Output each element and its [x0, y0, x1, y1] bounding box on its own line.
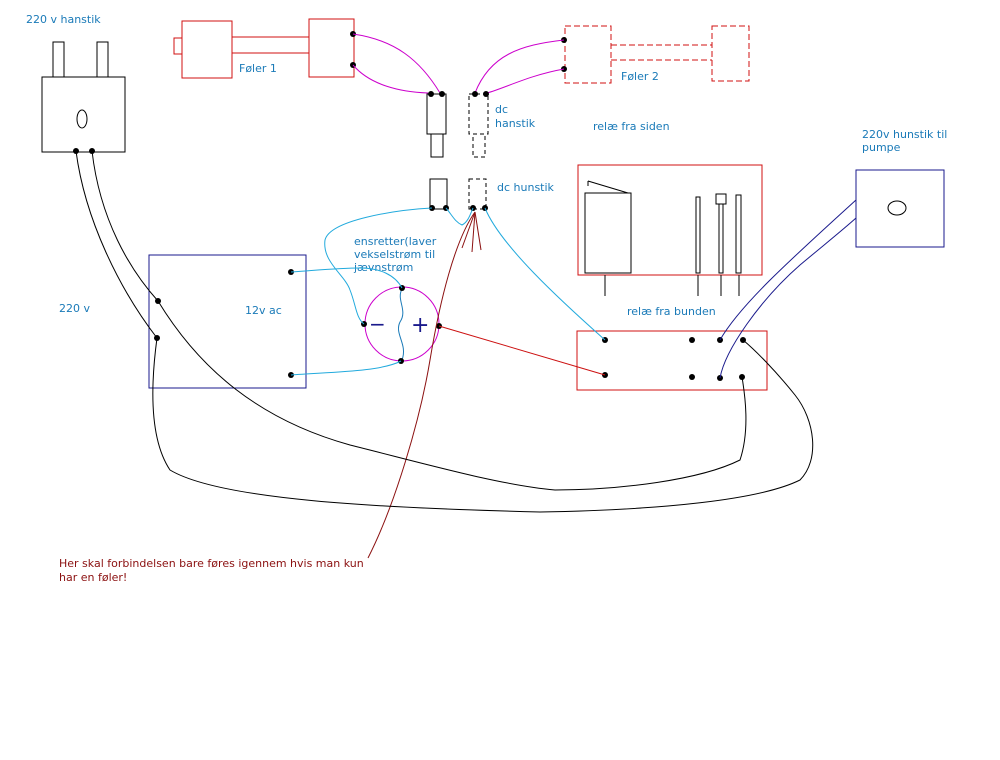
annotation-leader — [367, 211, 476, 559]
annotation-arrow-2 — [471, 211, 476, 253]
sensor-2-wire-b — [486, 68, 565, 94]
plug-label: 220 v hanstik — [26, 13, 101, 26]
transformer-box — [148, 254, 307, 389]
mains-label: 220 v — [59, 302, 90, 315]
sensor-2-wire-a — [474, 39, 565, 94]
dc-male-label-1: dc — [495, 103, 508, 116]
wire-relay-to-pump-2 — [719, 217, 857, 379]
relay-bottom-pin-2 — [689, 337, 695, 343]
pump-socket-hole — [887, 200, 907, 216]
sensor-2-body — [564, 25, 612, 84]
dc-female-socket-dashed — [468, 178, 487, 210]
sensor-2 — [564, 25, 750, 84]
wire-plug-to-transformer-1a — [75, 150, 158, 339]
wire-rectifier-plus-to-relay — [438, 325, 606, 376]
dc-male-plug-dashed — [468, 93, 489, 158]
relay-bottom-pin-6 — [689, 374, 695, 380]
relay-bottom-housing — [576, 330, 768, 391]
annotation-pointers — [367, 211, 482, 559]
dc-male-pin — [430, 133, 444, 158]
relay-bottom-label: relæ fra bunden — [627, 305, 716, 318]
wire-mains-to-relay-2 — [152, 337, 814, 513]
rectifier-plus-sign: + — [411, 313, 429, 338]
relay-side-contact-1 — [695, 196, 701, 274]
sensor-1-body — [308, 18, 355, 78]
relay-side-contact-head — [715, 193, 727, 205]
relay-side-contact-3 — [735, 194, 742, 274]
sensor-1-head — [181, 20, 233, 79]
sensor-1-label: Føler 1 — [239, 62, 277, 75]
rectifier-label-2: vekselstrøm til — [354, 248, 435, 261]
dc-male-terminal-1 — [428, 91, 434, 97]
rectifier-label-3: jævnstrøm — [353, 261, 413, 274]
rectifier-label-1: ensretter(laver — [354, 235, 437, 248]
dc-male-plug-solid — [426, 93, 447, 158]
relay-side-label: relæ fra siden — [593, 120, 670, 133]
sensor-1-cable — [231, 36, 310, 54]
dc-male-label-2: hanstik — [495, 117, 536, 130]
wire-transformer-to-rectifier-2 — [290, 360, 402, 376]
annotation-arrow-1 — [461, 211, 476, 249]
dc-female-label: dc hunstik — [497, 181, 555, 194]
transformer-label: 12v ac — [245, 304, 282, 317]
wire-transformer-to-rectifier-1 — [290, 267, 403, 289]
pump-wires — [719, 199, 857, 379]
plug-pin-right — [96, 41, 109, 78]
dc-male-body — [426, 93, 447, 135]
mains-plug — [41, 41, 126, 154]
pump-socket-label-2: pumpe — [862, 141, 901, 154]
sensor-1-wire-b — [352, 64, 429, 94]
relay-side-contact-2 — [718, 203, 724, 274]
sensor-1-tip — [173, 37, 183, 55]
wire-dc-bridge — [445, 207, 474, 226]
mains-wires — [75, 150, 814, 513]
annotation-note-line-1: Her skal forbindelsen bare føres igennem… — [59, 557, 364, 570]
dc-male-dashed-body — [468, 93, 489, 135]
sensor-1-wire-a — [352, 33, 441, 94]
wire-dc-to-relay-coil — [484, 207, 606, 341]
wire-dc-to-rectifier-minus — [324, 207, 433, 325]
relay-side-view — [577, 164, 763, 296]
dc-male-dashed-terminal-2 — [483, 91, 489, 97]
relay-side-coil — [584, 192, 632, 274]
wire-plug-to-transformer-2a — [91, 150, 159, 302]
plug-hole — [76, 109, 88, 129]
rectifier-ac-trace — [398, 288, 404, 361]
relay-side-armature — [587, 180, 629, 194]
sensor-1 — [173, 18, 355, 79]
dc-female-socket-solid — [429, 178, 448, 210]
wire-relay-to-pump-1 — [719, 199, 857, 341]
annotation-arrow-3 — [474, 211, 482, 251]
wire-mains-to-relay-1 — [157, 300, 747, 491]
rectifier-minus-sign: − — [369, 312, 386, 336]
sensor-wires — [352, 33, 565, 94]
plug-pin-left — [52, 41, 65, 78]
dc-male-terminal-2 — [439, 91, 445, 97]
relay-side-housing — [577, 164, 763, 276]
sensor-2-label: Føler 2 — [621, 70, 659, 83]
dc-male-dashed-pin — [472, 133, 486, 158]
pump-socket-label-1: 220v hunstik til — [862, 128, 947, 141]
dc-male-dashed-terminal-1 — [472, 91, 478, 97]
annotation-note-line-2: har en føler! — [59, 571, 127, 584]
sensor-2-head — [711, 25, 750, 82]
cyan-wires — [290, 207, 606, 376]
